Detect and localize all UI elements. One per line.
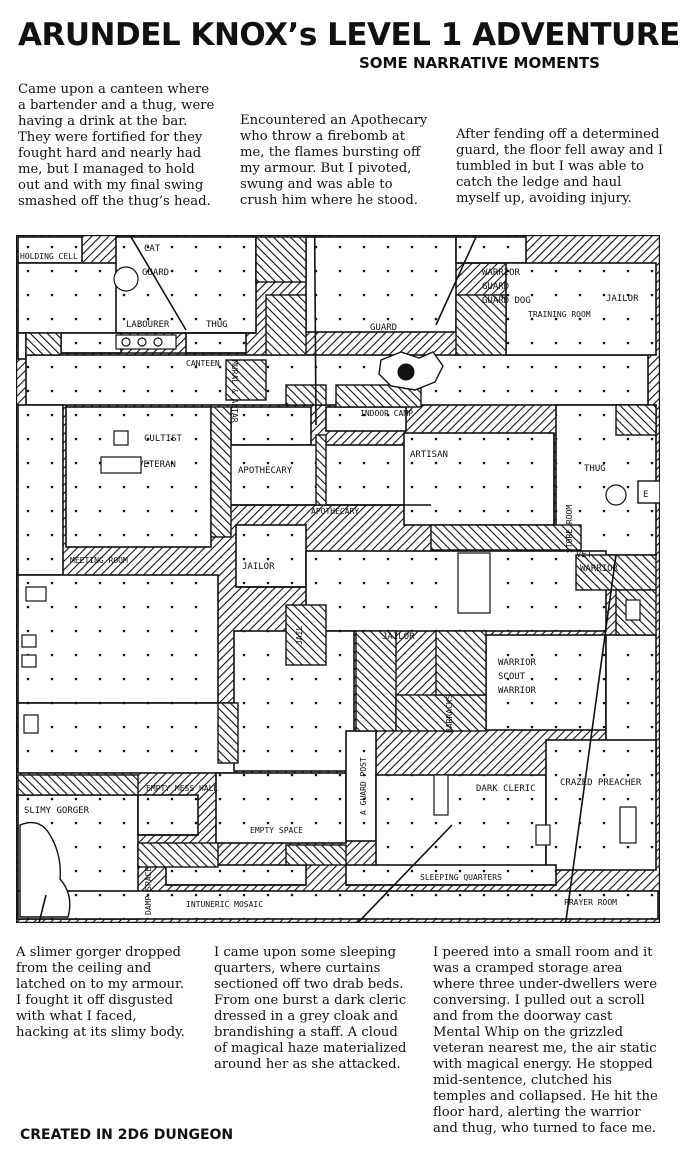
monster-labourer: LABOURER — [126, 320, 170, 330]
room-apothecary: APOTHECARY — [311, 507, 359, 516]
monster-guard-right: GUARD — [482, 282, 509, 292]
room-holding-cell: HOLDING CELL — [20, 252, 78, 261]
room-mess-hall: EMPTY MESS HALL — [146, 784, 218, 793]
room-mural: MURAL & ALTAR — [230, 360, 239, 423]
room-sleeping: SLEEPING QUARTERS — [420, 873, 502, 882]
footer-credit: CREATED IN 2D6 DUNGEON — [20, 1127, 234, 1143]
monster-cultist: CULTIST — [144, 434, 183, 444]
narrative-slimer: A slimer gorger dropped from the ceiling… — [16, 945, 185, 1040]
monster-scout: SCOUT — [498, 672, 526, 682]
monster-jailor-mid: JAILOR — [382, 632, 415, 642]
monster-cat: CAT — [144, 244, 161, 254]
monster-crazed-preacher: CRAZED PREACHER — [560, 778, 642, 788]
monster-warrior-low: WARRIOR — [498, 658, 537, 668]
slime-blob — [19, 821, 71, 918]
pit-hole — [378, 351, 444, 391]
monster-dark-cleric: DARK CLERIC — [476, 784, 536, 794]
map-furniture — [21, 266, 641, 846]
page-title: ARUNDEL KNOX’s LEVEL 1 ADVENTURE — [18, 17, 680, 53]
monster-veteran: VETERAN — [138, 460, 176, 470]
room-meeting: MEETING ROOM — [70, 556, 128, 565]
room-canteen: CANTEEN — [186, 359, 220, 368]
narrative-apothecary: Encountered an Apothecary who throw a fi… — [240, 113, 428, 208]
room-mosaic: INTUNERIC MOSAIC — [186, 900, 263, 909]
monster-guard-center: GUARD — [370, 323, 397, 333]
room-barracks: BARRACKS — [445, 694, 454, 733]
monster-thug-top: THUG — [206, 320, 228, 330]
room-guard-post: A GUARD POST — [359, 757, 368, 815]
room-empty-space: EMPTY SPACE — [250, 826, 303, 835]
svg-text:E: E — [643, 490, 648, 500]
monster-slimy-gorger: SLIMY GORGER — [24, 806, 90, 816]
monster-jailor-right: JAILOR — [606, 294, 639, 304]
monster-guard-top: GUARD — [142, 268, 169, 278]
rock-blocks — [17, 236, 657, 868]
room-labels: HOLDING CELL CANTEEN INDOOR CAMP TRAININ… — [20, 252, 617, 915]
narrative-storage: I peered into a small room and it was a … — [433, 945, 658, 1136]
room-training: TRAINING ROOM — [528, 310, 591, 319]
narrative-guard: After fending off a determined guard, th… — [456, 127, 664, 206]
monster-guard-dog: GUARD DOG — [482, 296, 531, 306]
monster-artisan: ARTISAN — [410, 450, 448, 460]
exit-marker: E — [637, 480, 660, 504]
pointer-lines — [38, 235, 617, 923]
narrative-canteen: Came upon a canteen where a bartender an… — [18, 82, 215, 209]
monster-vet: VET — [576, 550, 593, 560]
dungeon-map: HOLDING CELL CANTEEN INDOOR CAMP TRAININ… — [16, 235, 660, 923]
monster-warrior-mid: WARRIOR — [580, 564, 619, 574]
monster-apothecary: APOTHECARY — [238, 466, 293, 476]
room-indoor-camp: INDOOR CAMP — [360, 409, 413, 418]
monster-jailor-left: JAILOR — [242, 562, 275, 572]
room-damp: DAMP SPACE — [144, 867, 153, 915]
room-prayer: PRAYER ROOM — [564, 898, 617, 907]
monster-labels: CAT GUARD LABOURER THUG WARRIOR GUARD GU… — [24, 244, 642, 816]
page-subtitle: SOME NARRATIVE MOMENTS — [359, 54, 600, 72]
narrative-sleeping: I came upon some sleeping quarters, wher… — [214, 945, 407, 1072]
monster-warrior-top: WARRIOR — [482, 268, 521, 278]
monster-thug-right: THUG — [584, 464, 606, 474]
room-jail: JAIL — [295, 626, 304, 645]
room-store: STORE ROOM — [565, 505, 574, 553]
monster-warrior-low2: WARRIOR — [498, 686, 537, 696]
